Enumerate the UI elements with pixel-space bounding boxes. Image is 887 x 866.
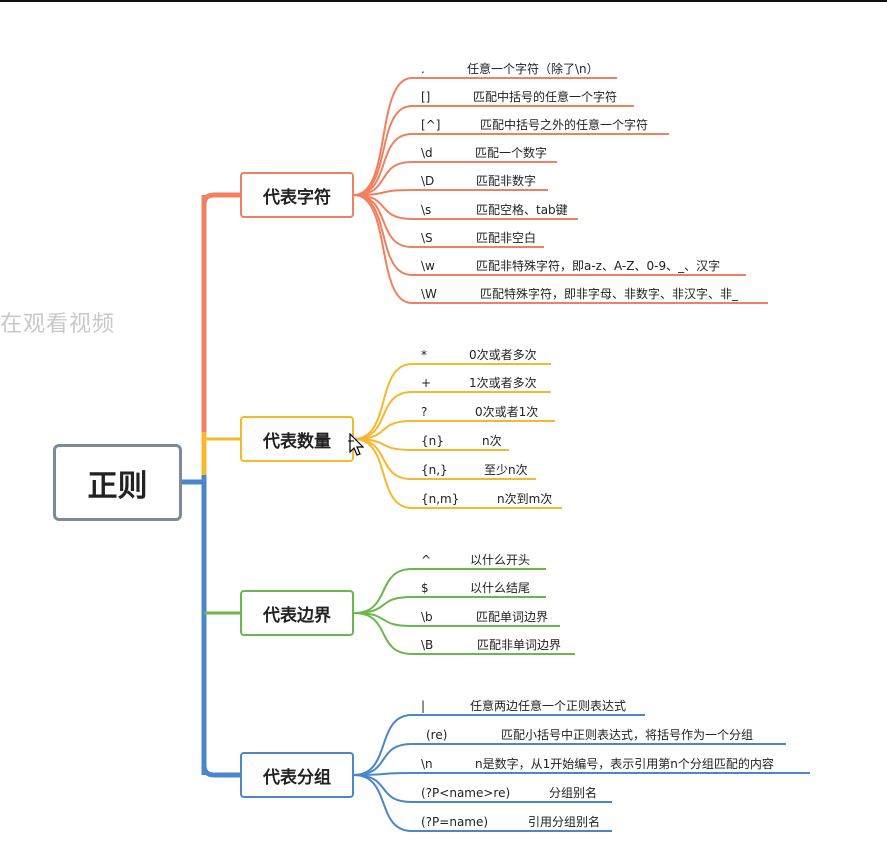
leaf-description: 匹配非特殊字符，即a-z、A-Z、0-9、_、汉字 (476, 259, 721, 273)
leaf-connector (353, 714, 645, 776)
leaf-symbol: \W (421, 287, 437, 301)
leaf-connector (353, 596, 546, 614)
leaf-symbol: \D (421, 174, 435, 188)
branch-connector (201, 764, 240, 778)
leaf-description: 分组别名 (549, 786, 598, 800)
leaf-connector (353, 743, 786, 776)
window-top-border (0, 0, 887, 2)
leaf-connector (353, 161, 557, 196)
leaf-description: 匹配中括号之外的任意一个字符 (480, 118, 649, 132)
leaf-connector (353, 194, 768, 304)
leaf-symbol: . (421, 62, 425, 76)
leaf-symbol: [] (421, 90, 431, 104)
leaf-description: 匹配特殊字符，即非字母、非数字、非汉字、非_ (480, 287, 739, 301)
leaf-description: 匹配中括号的任意一个字符 (473, 90, 618, 104)
leaf-connector (353, 612, 575, 655)
leaf-symbol: \d (421, 146, 433, 160)
leaf-description: 任意两边任意一个正则表达式 (470, 699, 627, 713)
leaf-description: n次到m次 (497, 492, 553, 506)
leaf-connector (353, 105, 634, 196)
leaf-connector (353, 189, 548, 196)
leaf-symbol: \w (421, 259, 435, 273)
leaf-symbol: ^ (421, 553, 432, 567)
leaf-symbol: \n (421, 757, 433, 771)
root-node[interactable]: 正则 (53, 444, 182, 521)
leaf-description: 0次或者多次 (469, 348, 537, 362)
leaf-symbol: \B (421, 638, 434, 652)
leaf-symbol: {n,} (421, 463, 448, 477)
leaf-symbol: {n,m} (421, 492, 460, 506)
branch-node[interactable]: 代表边界 (240, 590, 354, 636)
leaf-description: 匹配非单词边界 (477, 638, 562, 652)
leaf-description: 匹配单词边界 (476, 610, 549, 624)
leaf-connector (353, 391, 551, 440)
branch-connector (201, 192, 240, 206)
leaf-description: 以什么开头 (470, 553, 531, 567)
leaf-connector (353, 363, 551, 440)
leaf-description: 匹配一个数字 (475, 146, 548, 160)
leaf-connector (353, 420, 555, 440)
move-cursor-icon (348, 433, 365, 456)
leaf-symbol: (?P=name) (421, 815, 489, 829)
leaf-symbol: {n} (421, 434, 444, 448)
branch-node[interactable]: 代表分组 (240, 752, 354, 798)
leaf-symbol: + (421, 376, 432, 390)
leaf-symbol: * (421, 348, 427, 362)
leaf-connector (353, 133, 669, 196)
leaf-symbol: (?P<name>re) (421, 786, 511, 800)
leaf-connector (353, 774, 612, 832)
leaf-connector (353, 438, 562, 509)
leaf-symbol: \b (421, 610, 433, 624)
leaf-description: 引用分组别名 (528, 815, 601, 829)
leaf-description: 以什么结尾 (470, 581, 531, 595)
branch-node[interactable]: 代表字符 (240, 172, 354, 218)
leaf-description: 匹配非数字 (476, 174, 537, 188)
leaf-symbol: \S (421, 231, 433, 245)
leaf-symbol: (re) (426, 728, 448, 742)
leaf-description: 匹配非空白 (476, 231, 537, 245)
leaf-connector (353, 772, 810, 776)
leaf-description: 匹配空格、tab键 (476, 203, 568, 217)
leaf-symbol: \s (421, 203, 432, 217)
leaf-description: 匹配小括号中正则表达式，将括号作为一个分组 (501, 728, 754, 742)
leaf-description: n次 (482, 434, 502, 448)
leaf-symbol: | (421, 699, 426, 713)
leaf-description: 1次或者多次 (469, 376, 537, 390)
video-watermark: 在观看视频 (0, 312, 116, 337)
leaf-connector (353, 77, 617, 196)
leaf-symbol: ? (421, 405, 428, 419)
leaf-symbol: [^] (421, 118, 441, 132)
leaf-description: 至少n次 (484, 463, 528, 477)
leaf-description: n是数字，从1开始编号，表示引用第n个分组匹配的内容 (475, 757, 774, 771)
leaf-symbol: $ (421, 581, 429, 595)
leaf-description: 任意一个字符（除了\n） (467, 62, 599, 76)
branch-node[interactable]: 代表数量 (240, 416, 354, 462)
leaf-connector (353, 568, 546, 614)
leaf-description: 0次或者1次 (475, 405, 539, 419)
